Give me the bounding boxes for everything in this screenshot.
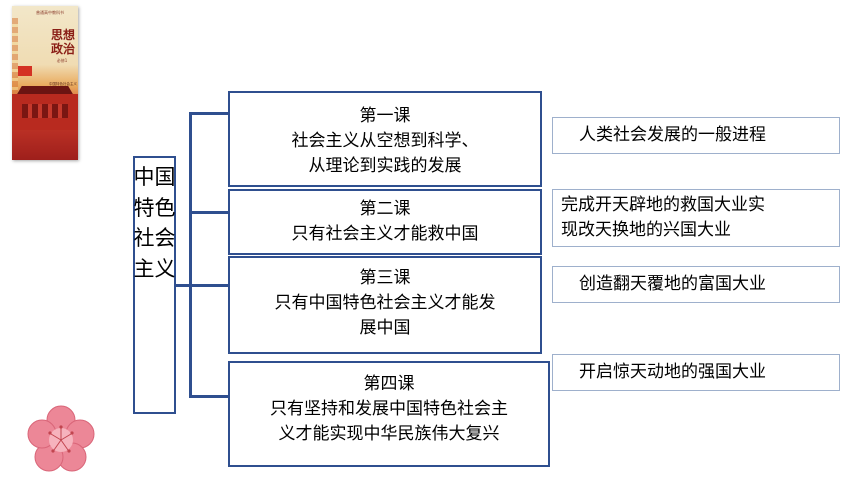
lesson-line: 只有社会主义才能救中国 [291,224,479,244]
result-line: 开启惊天动地的强国大业 [579,362,766,382]
lesson-box-4: 第四课 只有坚持和发展中国特色社会主 义才能实现中华民族伟大复兴 [228,361,550,467]
result-line: 创造翻天覆地的富国大业 [579,274,766,294]
cover-subtitle: 必修1 [56,58,68,63]
connector-branch-4 [189,395,230,398]
connector-stub [176,284,191,287]
lesson-line: 社会主义从空想到科学、 [291,131,479,151]
cover-publisher-text: 普通高中教科书 [36,10,64,15]
connector-branch-1 [189,112,230,115]
topic-text: 中国特色社会主义 [133,165,176,281]
lesson-box-2: 第二课 只有社会主义才能救中国 [228,189,542,255]
textbook-cover-image: 普通高中教科书 思想 政治 必修1 中国特色社会主义 [12,6,78,160]
lesson-title: 第四课 [363,374,415,394]
topic-box [133,156,176,414]
lesson-title: 第二课 [359,199,411,219]
cover-title-line2: 政治 [50,42,75,56]
cover-title-line1: 思想 [50,28,75,42]
connector-branch-2 [189,211,230,214]
result-box-4: 开启惊天动地的强国大业 [552,354,840,391]
plum-blossom-icon [27,405,95,472]
connector-branch-3 [189,284,230,287]
gate-doors-graphic [22,104,68,118]
lesson-line: 只有坚持和发展中国特色社会主 [270,399,508,419]
result-line: 人类社会发展的一般进程 [579,125,766,145]
result-box-1: 人类社会发展的一般进程 [552,117,840,154]
gate-roof-graphic [16,86,74,96]
lesson-box-3: 第三课 只有中国特色社会主义才能发 展中国 [228,256,542,354]
result-line: 完成开天辟地的救国大业实 [561,195,765,215]
lesson-line: 展中国 [359,318,411,338]
result-line: 现改天换地的兴国大业 [561,220,731,240]
cover-decoration [12,18,18,98]
result-box-3: 创造翻天覆地的富国大业 [552,266,840,303]
connector-spine [189,112,192,397]
lesson-line: 只有中国特色社会主义才能发 [274,293,496,313]
cover-bottom-text: 中国特色社会主义 [49,82,77,86]
lesson-box-1: 第一课 社会主义从空想到科学、 从理论到实践的发展 [228,91,542,187]
lesson-line: 义才能实现中华民族伟大复兴 [278,424,500,444]
lesson-title: 第一课 [359,106,411,126]
lesson-title: 第三课 [359,268,411,288]
result-box-2: 完成开天辟地的救国大业实 现改天换地的兴国大业 [552,189,840,247]
flag-graphic [18,66,32,76]
cover-title: 思想 政治 [48,28,78,56]
lesson-line: 从理论到实践的发展 [308,156,462,176]
